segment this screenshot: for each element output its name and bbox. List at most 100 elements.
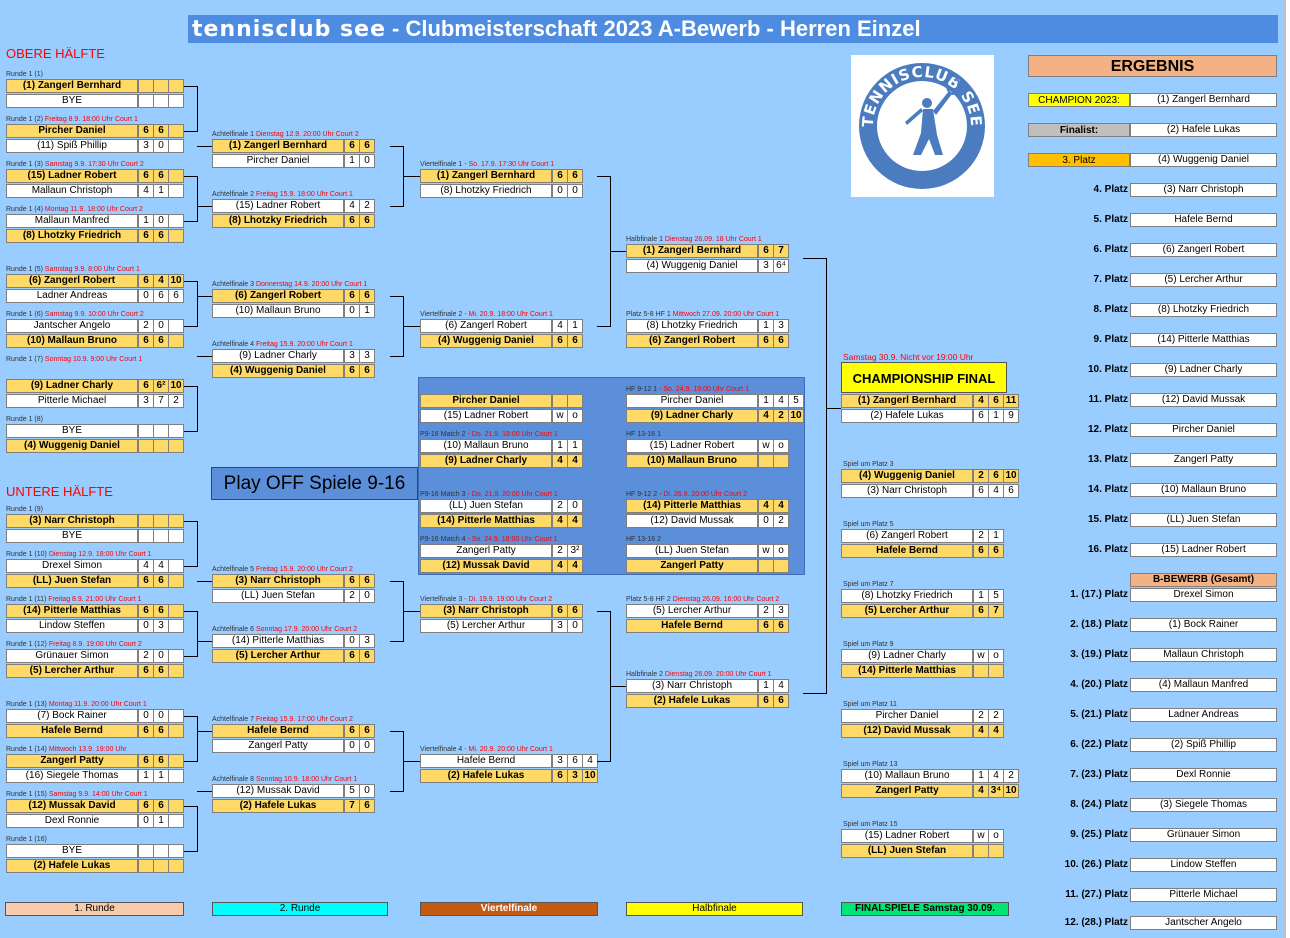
player-cell[interactable]: (8) Lhotzky Friedrich <box>626 319 758 333</box>
player-cell[interactable]: (3) Narr Christoph <box>212 574 344 588</box>
score-cell[interactable] <box>168 184 184 198</box>
score-cell[interactable]: 4 <box>773 499 789 513</box>
score-cell[interactable]: 1 <box>973 769 989 783</box>
b-rank-player[interactable]: (4) Mallaun Manfred <box>1130 678 1277 692</box>
score-cell[interactable]: 0 <box>567 499 583 513</box>
score-cell[interactable]: 4 <box>973 784 989 798</box>
score-cell[interactable]: 4 <box>973 724 989 738</box>
score-cell[interactable]: 6 <box>988 394 1004 408</box>
player-cell[interactable]: (5) Lercher Arthur <box>6 664 138 678</box>
score-cell[interactable]: w <box>758 439 774 453</box>
player-cell[interactable]: Hafele Bernd <box>6 724 138 738</box>
player-cell[interactable]: (12) Mussak David <box>6 799 138 813</box>
score-cell[interactable]: 4 <box>138 559 154 573</box>
player-cell[interactable]: (4) Wuggenig Daniel <box>420 334 552 348</box>
rank-player[interactable]: (12) David Mussak <box>1130 393 1277 407</box>
rank-player[interactable]: (3) Narr Christoph <box>1130 183 1277 197</box>
player-cell[interactable]: (LL) Juen Stefan <box>6 574 138 588</box>
player-cell[interactable]: (5) Lercher Arthur <box>626 604 758 618</box>
score-cell[interactable]: 2 <box>138 319 154 333</box>
score-cell[interactable] <box>168 514 184 528</box>
player-cell[interactable]: (LL) Juen Stefan <box>212 589 344 603</box>
score-cell[interactable]: 6 <box>359 724 375 738</box>
score-cell[interactable]: 6 <box>138 124 154 138</box>
score-cell[interactable]: 3 <box>758 259 774 273</box>
score-cell[interactable]: 2 <box>168 394 184 408</box>
player-cell[interactable]: (10) Mallaun Bruno <box>6 334 138 348</box>
score-cell[interactable]: 4 <box>567 514 583 528</box>
player-cell[interactable]: (8) Lhotzky Friedrich <box>420 184 552 198</box>
player-cell[interactable]: (5) Lercher Arthur <box>212 649 344 663</box>
score-cell[interactable] <box>567 394 583 408</box>
score-cell[interactable]: 6 <box>758 694 774 708</box>
score-cell[interactable] <box>138 424 154 438</box>
score-cell[interactable]: 3 <box>552 619 568 633</box>
score-cell[interactable]: 5 <box>788 394 804 408</box>
b-rank-player[interactable]: (2) Spiß Phillip <box>1130 738 1277 752</box>
score-cell[interactable]: 6 <box>153 574 169 588</box>
score-cell[interactable]: 10 <box>1003 469 1019 483</box>
b-rank-player[interactable]: Pitterle Michael <box>1130 888 1277 902</box>
score-cell[interactable]: 2 <box>773 409 789 423</box>
score-cell[interactable]: 6 <box>359 649 375 663</box>
player-cell[interactable]: (14) Pitterle Matthias <box>626 499 758 513</box>
player-cell[interactable]: Zangerl Patty <box>420 544 552 558</box>
score-cell[interactable] <box>758 559 774 573</box>
score-cell[interactable]: 6 <box>153 754 169 768</box>
score-cell[interactable] <box>168 754 184 768</box>
score-cell[interactable]: 7 <box>344 799 360 813</box>
player-cell[interactable]: (LL) Juen Stefan <box>626 544 758 558</box>
score-cell[interactable]: 6 <box>552 334 568 348</box>
score-cell[interactable] <box>153 529 169 543</box>
rank-player[interactable]: (2) Hafele Lukas <box>1130 123 1277 137</box>
player-cell[interactable]: (4) Wuggenig Daniel <box>6 439 138 453</box>
player-cell[interactable]: Jantscher Angelo <box>6 319 138 333</box>
score-cell[interactable]: 1 <box>153 814 169 828</box>
player-cell[interactable]: (14) Pitterle Matthias <box>212 634 344 648</box>
score-cell[interactable]: 6 <box>567 754 583 768</box>
score-cell[interactable]: 6 <box>153 334 169 348</box>
b-rank-player[interactable]: Dexl Ronnie <box>1130 768 1277 782</box>
score-cell[interactable]: 3 <box>359 634 375 648</box>
score-cell[interactable]: 0 <box>567 184 583 198</box>
score-cell[interactable]: 0 <box>359 784 375 798</box>
score-cell[interactable] <box>168 94 184 108</box>
score-cell[interactable]: 3 <box>552 754 568 768</box>
player-cell[interactable]: (15) Ladner Robert <box>420 409 552 423</box>
score-cell[interactable]: 1 <box>153 184 169 198</box>
score-cell[interactable]: 6 <box>344 574 360 588</box>
b-rank-player[interactable]: Jantscher Angelo <box>1130 916 1277 930</box>
score-cell[interactable]: 2 <box>1003 769 1019 783</box>
score-cell[interactable]: 4 <box>344 199 360 213</box>
player-cell[interactable]: Grünauer Simon <box>6 649 138 663</box>
score-cell[interactable] <box>168 139 184 153</box>
player-cell[interactable]: (2) Hafele Lukas <box>212 799 344 813</box>
score-cell[interactable]: 0 <box>344 304 360 318</box>
player-cell[interactable]: Pircher Daniel <box>841 709 973 723</box>
score-cell[interactable]: 2 <box>359 199 375 213</box>
score-cell[interactable]: 6 <box>138 724 154 738</box>
score-cell[interactable] <box>168 709 184 723</box>
score-cell[interactable]: 6 <box>153 289 169 303</box>
score-cell[interactable] <box>168 334 184 348</box>
player-cell[interactable]: Pircher Daniel <box>420 394 552 408</box>
score-cell[interactable] <box>153 514 169 528</box>
score-cell[interactable]: 2 <box>138 649 154 663</box>
score-cell[interactable]: 9 <box>1003 409 1019 423</box>
score-cell[interactable]: 6⁴ <box>773 259 789 273</box>
score-cell[interactable]: 6 <box>138 334 154 348</box>
b-rank-player[interactable]: Drexel Simon <box>1130 588 1277 602</box>
player-cell[interactable]: Mallaun Christoph <box>6 184 138 198</box>
player-cell[interactable]: (11) Spiß Phillip <box>6 139 138 153</box>
score-cell[interactable]: 6 <box>138 664 154 678</box>
score-cell[interactable]: 7 <box>773 244 789 258</box>
score-cell[interactable]: o <box>773 544 789 558</box>
score-cell[interactable]: 4 <box>582 754 598 768</box>
player-cell[interactable]: (14) Pitterle Matthias <box>6 604 138 618</box>
score-cell[interactable]: 6 <box>153 799 169 813</box>
player-cell[interactable]: Hafele Bernd <box>626 619 758 633</box>
score-cell[interactable]: 1 <box>988 409 1004 423</box>
score-cell[interactable]: w <box>973 829 989 843</box>
score-cell[interactable]: 0 <box>153 709 169 723</box>
score-cell[interactable] <box>168 424 184 438</box>
